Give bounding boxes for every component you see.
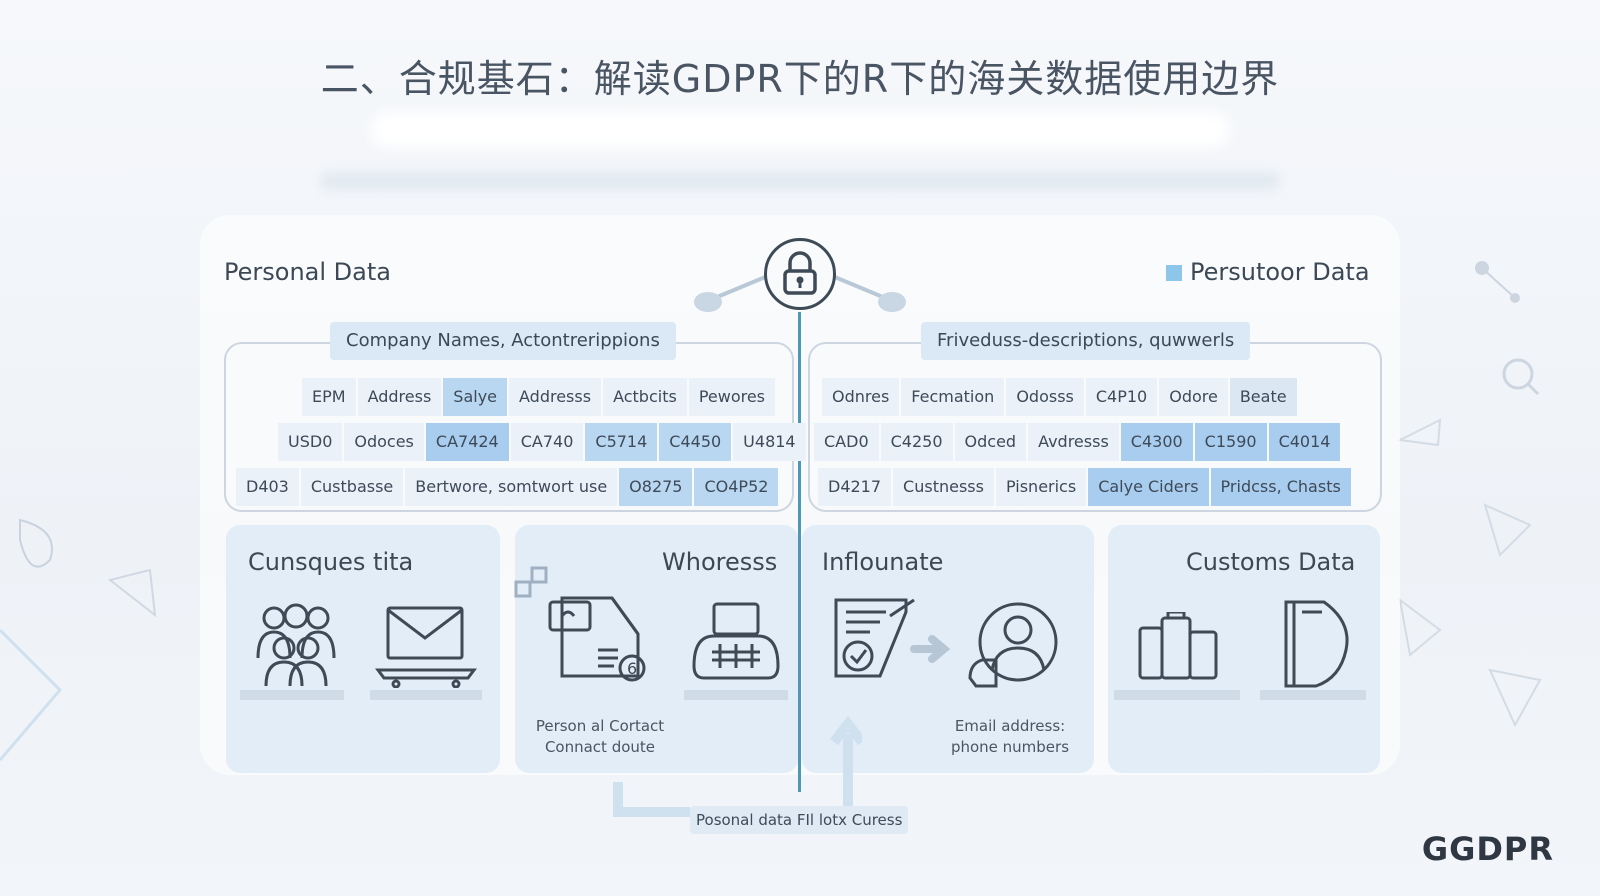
keyboard-icon: [692, 602, 780, 680]
left-table-row-1: EPM Address Salye Addresss Actbcits Pewo…: [302, 378, 777, 416]
right-section-label-text: Persutoor Data: [1190, 258, 1370, 286]
table-cell: C4P10: [1085, 378, 1158, 416]
caption-line: phone numbers: [950, 738, 1070, 756]
table-cell: CA740: [510, 423, 584, 461]
table-cell: O8275: [619, 468, 693, 506]
icon-shelf: [240, 690, 344, 700]
icon-shelf: [370, 690, 482, 700]
blurred-caption: [320, 172, 1280, 190]
table-cell: D4217: [818, 468, 892, 506]
right-section-label: Persutoor Data: [1166, 258, 1370, 286]
table-cell: CA7424: [425, 423, 509, 461]
table-cell: Pridcss, Chasts: [1210, 468, 1351, 506]
table-cell: Calye Ciders: [1088, 468, 1209, 506]
people-group-icon: [256, 603, 336, 687]
table-cell: Custbasse: [300, 468, 404, 506]
table-cell: EPM: [302, 378, 356, 416]
padlock-icon: [783, 251, 817, 295]
caption-line: Person al Cortact: [535, 717, 665, 735]
card-title: Cunsques tita: [248, 548, 414, 576]
left-table-row-3: D403 Custbasse Bertwore, somtwort use O8…: [236, 468, 780, 506]
icon-shelf: [684, 690, 788, 700]
customs-document-icon: [1284, 600, 1349, 688]
table-cell: C1590: [1194, 423, 1267, 461]
left-table-row-2: USD0 Odoces CA7424 CA740 C5714 C4450 U48…: [278, 423, 808, 461]
table-cell: C4450: [659, 423, 732, 461]
table-cell: CO4P52: [694, 468, 779, 506]
table-cell: USD0: [278, 423, 343, 461]
brand-logo-text: GGDPR: [1421, 830, 1554, 868]
lock-badge: [764, 238, 836, 310]
decor-left-shapes-icon: [0, 518, 157, 761]
card-caption: Email address: phone numbers: [930, 716, 1090, 758]
table-cell: Pewores: [688, 378, 776, 416]
table-cell: Fecmation: [901, 378, 1005, 416]
table-cell: C4014: [1268, 423, 1341, 461]
right-category-pill: Friveduss-descriptions, quwwerls: [921, 322, 1251, 360]
table-cell: Salye: [443, 378, 507, 416]
table-cell: C4250: [880, 423, 953, 461]
table-cell: Addresss: [509, 378, 602, 416]
flow-arrow-icon: [613, 715, 862, 817]
left-section-label: Personal Data: [224, 258, 391, 286]
right-table-row-2: CAD0 C4250 Odced Avdresss C4300 C1590 C4…: [814, 423, 1342, 461]
contact-document-icon: 6: [548, 596, 646, 682]
page-title: 二、合规基石：解读GDPR下的R下的海关数据使用边界: [320, 57, 1280, 101]
caption-line: Email address:: [954, 717, 1066, 735]
table-cell: D403: [236, 468, 299, 506]
data-boundary-line: [798, 312, 801, 792]
card-caption: Person al Cortact Connact doute: [520, 716, 680, 758]
right-table-row-3: D4217 Custnesss Pisnerics Calye Ciders P…: [818, 468, 1353, 506]
icon-shelf: [1114, 690, 1240, 700]
table-cell: CAD0: [814, 423, 879, 461]
connector-lines: [694, 273, 906, 312]
table-cell: C5714: [585, 423, 658, 461]
svg-text:6: 6: [627, 659, 637, 678]
card-consumer-data: [226, 525, 500, 773]
envelope-laptop-icon: [375, 606, 477, 688]
user-profile-icon: [968, 602, 1058, 688]
caption-line: Connact doute: [544, 738, 656, 756]
decor-right-shapes-icon: [1396, 261, 1542, 728]
right-table-row-1: Odnres Fecmation Odosss C4P10 Odore Beat…: [822, 378, 1299, 416]
card-title: Inflounate: [822, 548, 944, 576]
table-cell: Odced: [954, 423, 1027, 461]
icon-shelf: [1260, 690, 1366, 700]
table-cell: Actbcits: [603, 378, 687, 416]
table-cell: C4300: [1120, 423, 1193, 461]
table-cell: Odoces: [344, 423, 424, 461]
cargo-boxes-icon: [1138, 612, 1218, 680]
blurred-subtitle: [370, 112, 1230, 148]
legend-square-icon: [1166, 265, 1182, 281]
table-cell: Pisnerics: [995, 468, 1087, 506]
certificate-icon: [834, 598, 915, 678]
table-cell: Odosss: [1006, 378, 1084, 416]
table-cell: Address: [357, 378, 442, 416]
table-cell: Beate: [1229, 378, 1297, 416]
table-cell: Bertwore, somtwort use: [405, 468, 618, 506]
table-cell: U4814: [733, 423, 806, 461]
table-cell: Custnesss: [893, 468, 994, 506]
card-title: Whoresss: [662, 548, 778, 576]
left-category-pill: Company Names, Actontrerippions: [330, 322, 676, 360]
small-cubes-icon: [514, 566, 548, 598]
table-cell: Odnres: [822, 378, 900, 416]
table-cell: Avdresss: [1028, 423, 1119, 461]
arrow-right-icon: [910, 635, 951, 663]
table-cell: Odore: [1159, 378, 1228, 416]
footer-data-label: Posonal data FIl lotx Curess: [690, 806, 909, 834]
card-title: Customs Data: [1186, 548, 1356, 576]
card-customs-data: [1108, 525, 1380, 773]
